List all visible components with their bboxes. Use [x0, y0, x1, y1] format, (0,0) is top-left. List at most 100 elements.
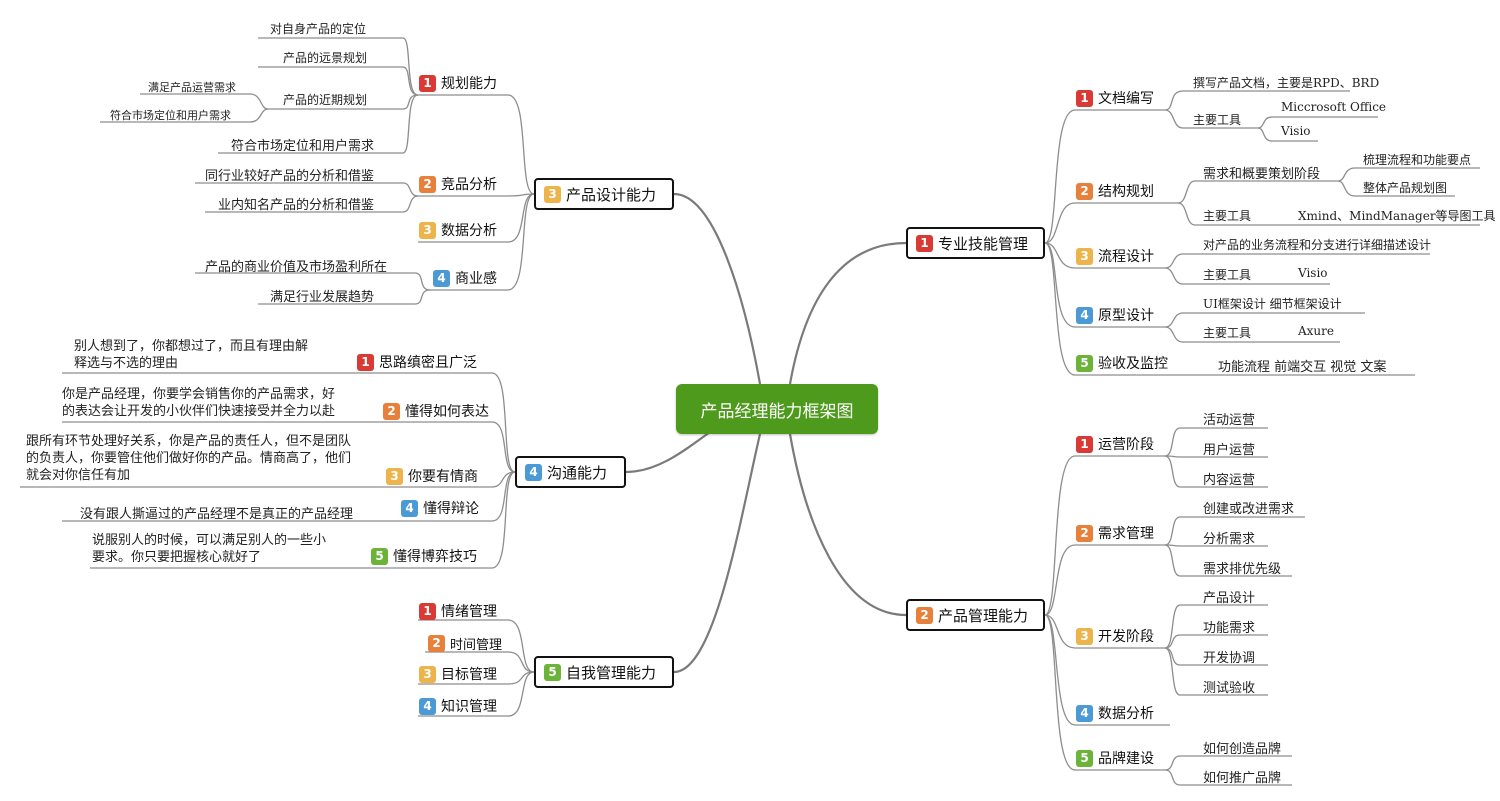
- leaf-text: 梳理流程和功能要点: [1363, 153, 1472, 167]
- sub-brand-building[interactable]: 5 品牌建设: [1076, 748, 1154, 768]
- leaf-text: 活动运营: [1203, 413, 1256, 428]
- sub-business-sense[interactable]: 4 商业感: [433, 268, 497, 288]
- sub-goal-management[interactable]: 3 目标管理: [419, 664, 497, 684]
- number-badge: 4: [419, 697, 436, 715]
- sub-data-analysis[interactable]: 4 数据分析: [1076, 703, 1154, 723]
- sub-how-to-express[interactable]: 2 懂得如何表达: [383, 401, 489, 421]
- branch-product-management[interactable]: 2 产品管理能力: [906, 599, 1045, 631]
- sub-label: 开发阶段: [1098, 629, 1154, 645]
- sub-acceptance-monitoring[interactable]: 5 验收及监控: [1076, 353, 1168, 373]
- root-node[interactable]: 产品经理能力框架图: [676, 384, 878, 434]
- branch-product-design[interactable]: 3 产品设计能力: [534, 178, 674, 210]
- sub-label: 时间管理: [450, 637, 503, 653]
- sub-label: 验收及监控: [1098, 356, 1168, 372]
- leaf-text: 说服别人的时候，可以满足别人的一些小要求。你只要把握核心就好了: [92, 533, 327, 565]
- sub-label: 竞品分析: [441, 177, 497, 193]
- number-badge: 1: [357, 353, 374, 371]
- leaf-text: 对产品的业务流程和分支进行详细描述设计: [1203, 238, 1432, 252]
- leaf-text: 业内知名产品的分析和借鉴: [218, 198, 375, 213]
- sub-label: 数据分析: [1098, 706, 1154, 722]
- number-badge: 3: [419, 665, 436, 683]
- sub-data-analysis-design[interactable]: 3 数据分析: [419, 220, 497, 240]
- sub-label: 品牌建设: [1098, 751, 1154, 767]
- leaf-text: 符合市场定位和用户需求: [231, 139, 375, 154]
- leaf-text: 测试验收: [1203, 681, 1256, 696]
- sub-label: 规划能力: [441, 76, 497, 92]
- leaf-text: 主要工具: [1203, 268, 1252, 282]
- leaf-text: 产品的远景规划: [283, 51, 368, 65]
- leaf-text: 如何创造品牌: [1203, 742, 1282, 757]
- sub-label: 懂得博弈技巧: [393, 549, 477, 565]
- sub-label: 流程设计: [1098, 249, 1154, 265]
- leaf-text: 产品设计: [1203, 591, 1256, 606]
- leaf-text: 分析需求: [1203, 532, 1256, 547]
- leaf-text: 产品的商业价值及市场盈利所在: [205, 260, 388, 275]
- number-badge: 4: [1076, 306, 1093, 324]
- number-badge: 2: [419, 175, 436, 193]
- leaf-text: 用户运营: [1203, 443, 1256, 458]
- leaf-text: 整体产品规划图: [1363, 181, 1448, 195]
- number-badge: 4: [1076, 704, 1093, 722]
- sub-debate[interactable]: 4 懂得辩论: [401, 498, 479, 518]
- number-badge: 2: [1076, 182, 1093, 200]
- sub-label: 需求管理: [1098, 526, 1154, 542]
- number-badge: 4: [401, 499, 418, 517]
- leaf-text: 符合市场定位和用户需求: [110, 109, 231, 122]
- sub-label: 思路缜密且广泛: [379, 355, 477, 371]
- sub-planning-ability[interactable]: 1 规划能力: [419, 73, 497, 93]
- branch-professional-skills[interactable]: 1 专业技能管理: [906, 227, 1045, 259]
- number-badge: 5: [1076, 354, 1093, 372]
- sub-development-stage[interactable]: 3 开发阶段: [1076, 626, 1154, 646]
- sub-structure-planning[interactable]: 2 结构规划: [1076, 181, 1154, 201]
- number-badge: 2: [383, 402, 400, 420]
- sub-requirement-management[interactable]: 2 需求管理: [1076, 523, 1154, 543]
- leaf-text: 需求和概要策划阶段: [1203, 167, 1321, 182]
- leaf-text: 主要工具: [1193, 113, 1242, 127]
- leaf-text: 如何推广品牌: [1203, 771, 1282, 786]
- sub-emotional-intelligence[interactable]: 3 你要有情商: [386, 466, 478, 486]
- number-badge: 1: [419, 74, 436, 92]
- number-badge: 2: [428, 634, 445, 652]
- branch-label: 产品管理能力: [938, 606, 1029, 625]
- leaf-text: 创建或改进需求: [1203, 502, 1295, 517]
- number-badge: 3: [419, 221, 436, 239]
- sub-document-writing[interactable]: 1 文档编写: [1076, 88, 1154, 108]
- number-badge: 4: [433, 269, 450, 287]
- leaf-text: 功能流程 前端交互 视觉 文案: [1218, 360, 1387, 375]
- sub-knowledge-management[interactable]: 4 知识管理: [419, 696, 497, 716]
- number-badge: 5: [544, 663, 561, 681]
- leaf-text: 对自身产品的定位: [270, 22, 367, 36]
- number-badge: 4: [525, 463, 542, 481]
- leaf-text: Visio: [1281, 124, 1311, 138]
- number-badge: 1: [1076, 89, 1093, 107]
- branch-communication[interactable]: 4 沟通能力: [515, 456, 626, 488]
- leaf-text: 满足产品运营需求: [148, 81, 236, 94]
- number-badge: 5: [371, 547, 388, 565]
- branch-self-management[interactable]: 5 自我管理能力: [534, 656, 674, 688]
- number-badge: 3: [544, 185, 561, 203]
- leaf-text: 内容运营: [1203, 473, 1256, 488]
- leaf-text: Xmind、MindManager等导图工具: [1298, 209, 1496, 223]
- sub-competitor-analysis[interactable]: 2 竞品分析: [419, 174, 497, 194]
- sub-prototype-design[interactable]: 4 原型设计: [1076, 305, 1154, 325]
- leaf-text: 产品的近期规划: [283, 93, 368, 107]
- sub-emotion-management[interactable]: 1 情绪管理: [419, 601, 497, 621]
- number-badge: 2: [1076, 524, 1093, 542]
- leaf-text: 主要工具: [1203, 209, 1252, 223]
- number-badge: 3: [1076, 247, 1093, 265]
- leaf-text: Axure: [1298, 324, 1334, 338]
- sub-label: 情绪管理: [441, 604, 497, 620]
- leaf-text: UI框架设计 细节框架设计: [1203, 297, 1342, 311]
- sub-time-management[interactable]: 2 时间管理: [428, 633, 502, 653]
- leaf-text: 主要工具: [1203, 326, 1252, 340]
- leaf-text: 满足行业发展趋势: [270, 290, 375, 305]
- leaf-text: Miccrosoft Office: [1281, 100, 1387, 114]
- sub-game-theory[interactable]: 5 懂得博弈技巧: [371, 546, 477, 566]
- sub-process-design[interactable]: 3 流程设计: [1076, 246, 1154, 266]
- sub-operation-stage[interactable]: 1 运营阶段: [1076, 434, 1154, 454]
- sub-label: 懂得如何表达: [405, 404, 489, 420]
- sub-rigorous-thinking[interactable]: 1 思路缜密且广泛: [357, 352, 477, 372]
